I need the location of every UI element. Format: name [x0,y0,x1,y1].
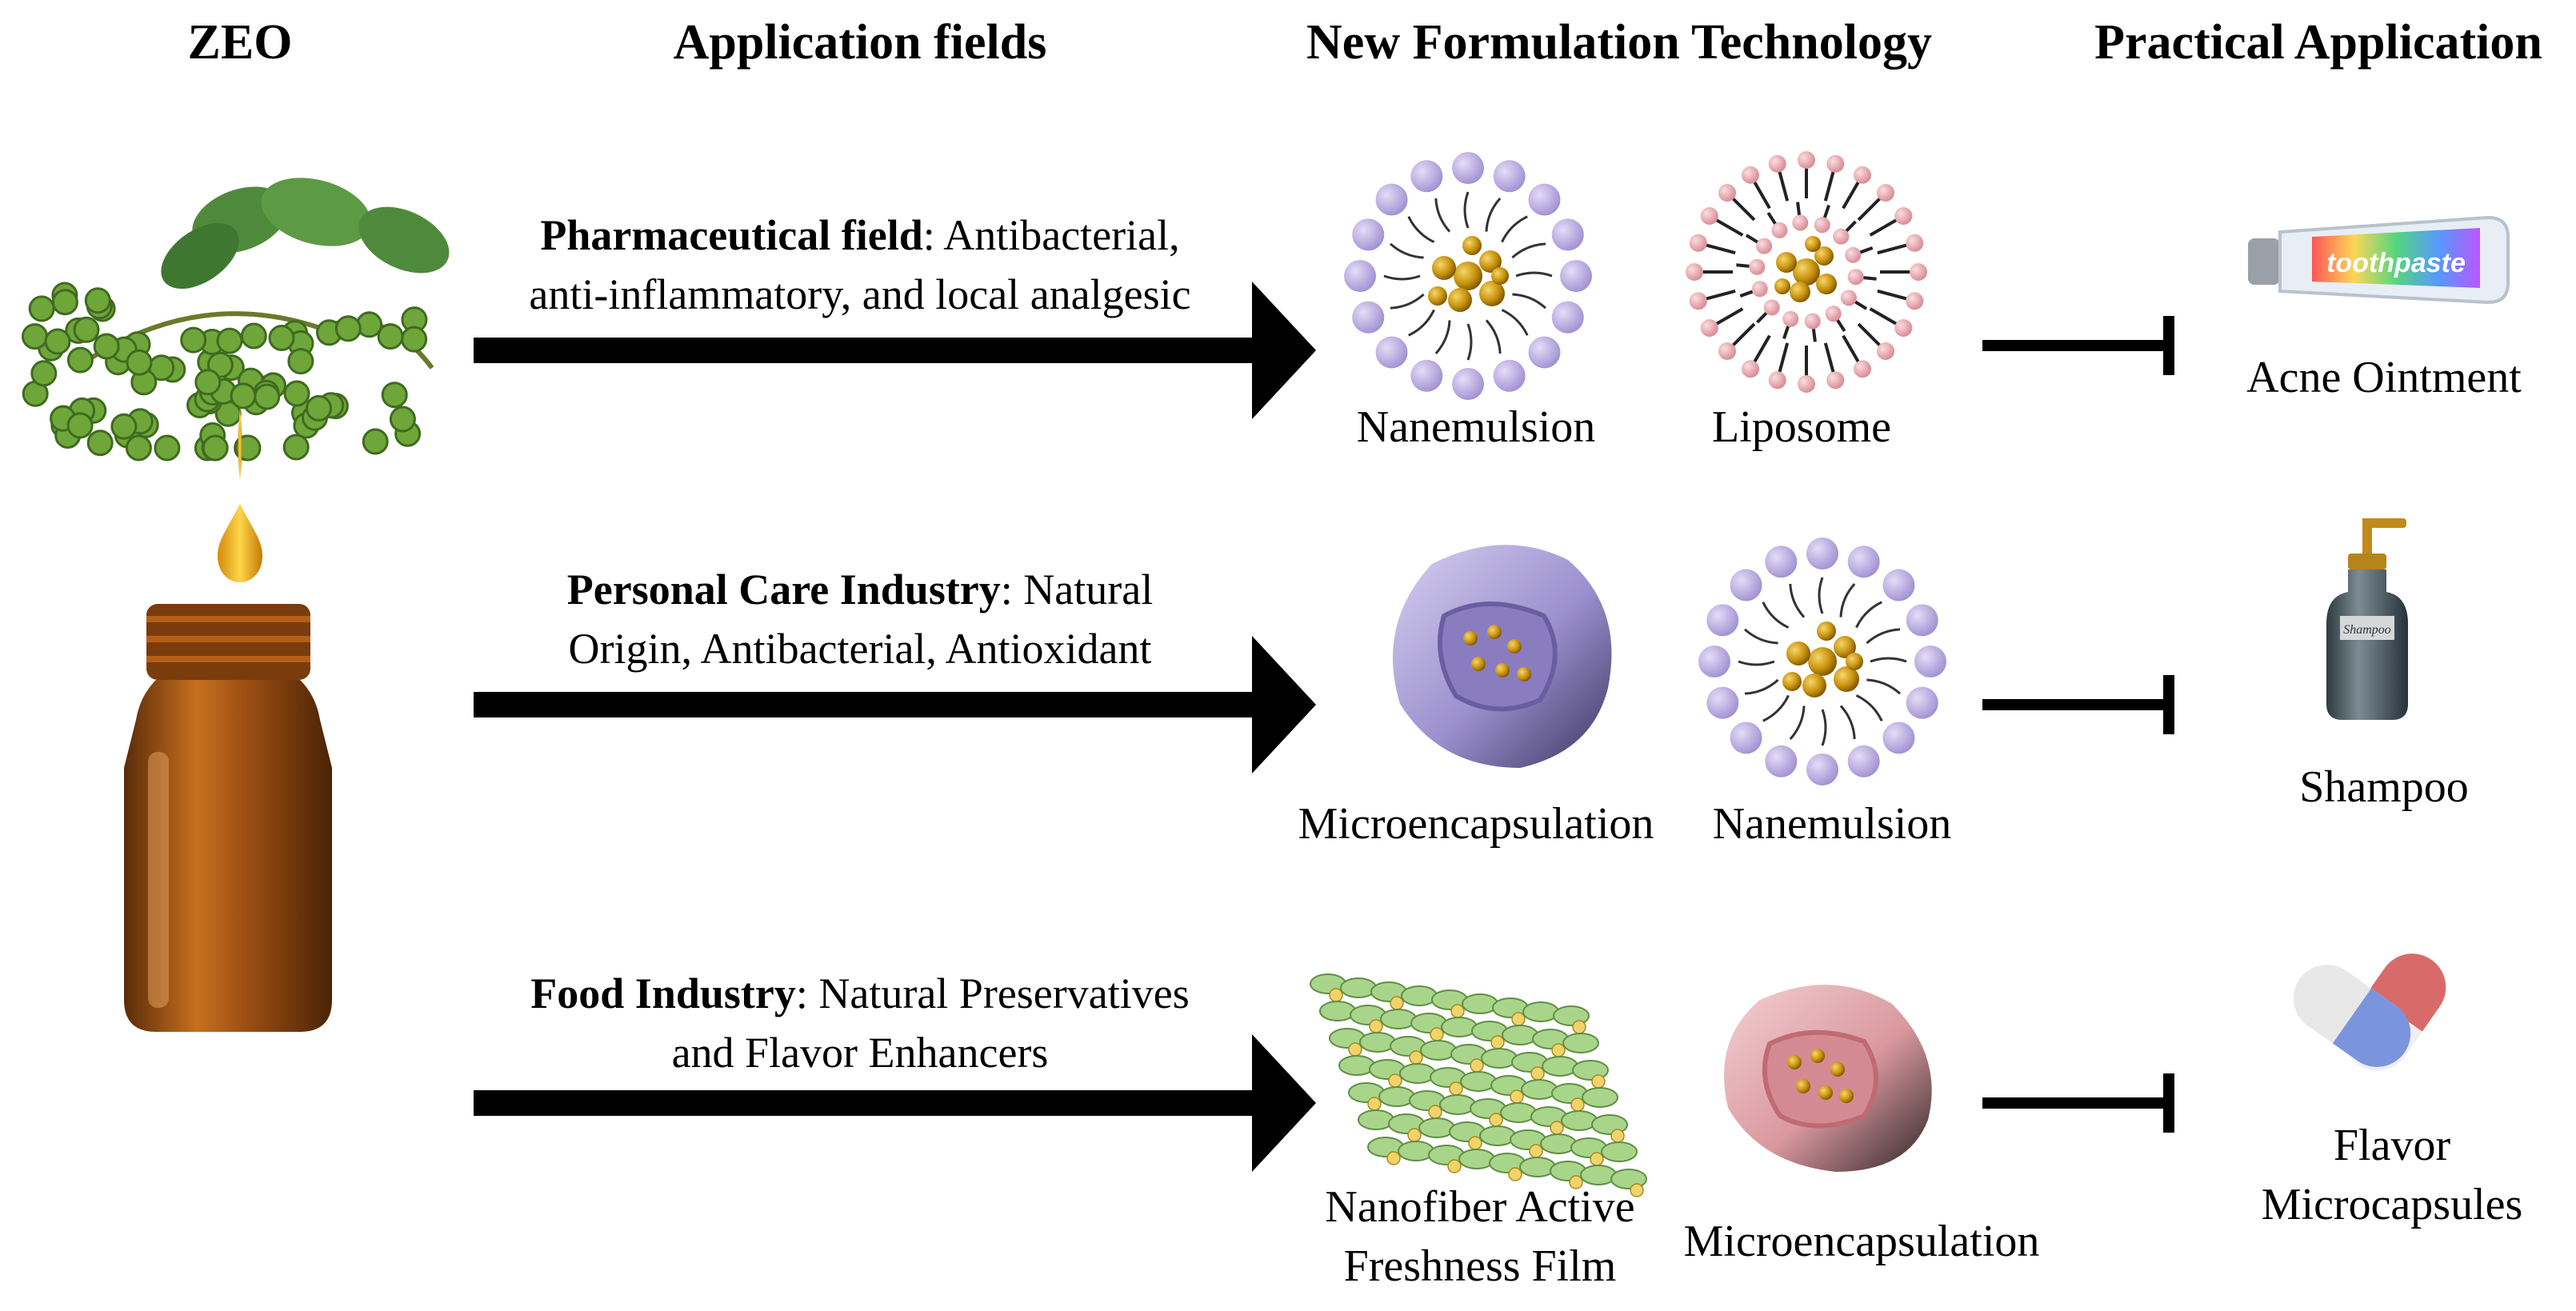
arrow-pharmaceutical [474,282,1316,419]
liposome-icon [1686,151,1927,393]
shampoo-bottle-label: Shampoo [2343,623,2391,637]
connector-row1 [1982,316,2174,375]
zanthoxylum-plant-icon [22,178,450,582]
food-industry-field-desc1: : Natural Preservatives [795,969,1190,1017]
tech-label-nanoemulsion: Nanemulsion [1356,402,1596,452]
microcapsule-purple-icon [1393,545,1612,768]
personal-care-field-text: Personal Care Industry: Natural Origin, … [567,560,1153,678]
tech-label-liposome: Liposome [1712,402,1891,452]
microcapsule-pink-icon [1724,985,1932,1172]
tech-label-microencapsulation: Microencapsulation [1683,1217,2040,1266]
header-zeo: ZEO [187,15,293,70]
header-new-formulation-technology: New Formulation Technology [1306,15,1932,70]
food-industry-field-text: Food Industry: Natural Preservatives and… [530,964,1189,1082]
amber-bottle-icon [124,604,332,1032]
application-label-shampoo: Shampoo [2299,762,2469,812]
tech-label-nanofiber-line1: Nanofiber Active [1325,1182,1635,1232]
personal-care-field-desc1: : Natural [1000,566,1154,614]
toothpaste-icon: toothpaste [2248,215,2510,305]
tech-label-microencapsulation: Microencapsulation [1298,799,1654,849]
tech-label-nanofiber-film: Nanofiber Active Freshness Film [1325,1177,1634,1296]
arrow-food-industry [474,1034,1316,1172]
personal-care-field-desc2: Origin, Antibacterial, Antioxidant [568,625,1152,673]
connector-row3 [1982,1073,2174,1133]
pharmaceutical-field-desc1: : Antibacterial, [922,211,1180,259]
pharmaceutical-field-desc2: anti-inflammatory, and local analgesic [529,270,1191,318]
pharmaceutical-field-text: Pharmaceutical field: Antibacterial, ant… [529,206,1190,324]
application-label-flavor-line1: Flavor [2333,1121,2451,1170]
capsule-icon [2293,953,2446,1071]
tech-label-nanoemulsion: Nanemulsion [1712,799,1952,849]
personal-care-field-title: Personal Care Industry [566,566,1001,614]
toothpaste-label: toothpaste [2326,248,2466,278]
application-label-flavor-microcapsules: Flavor Microcapsules [2262,1116,2523,1234]
header-practical-application: Practical Application [2094,15,2542,70]
connector-row2 [1982,675,2174,734]
nanofiber-film-icon [1310,973,1647,1197]
nanoemulsion-icon [1344,152,1592,400]
arrow-personal-care [474,636,1316,773]
nanoemulsion-icon [1698,538,1946,785]
tech-label-nanofiber-line2: Freshness Film [1343,1241,1617,1291]
application-label-flavor-line2: Microcapsules [2261,1180,2523,1229]
header-application-fields: Application fields [673,15,1047,70]
shampoo-bottle-icon: Shampoo [2326,518,2408,720]
pharmaceutical-field-title: Pharmaceutical field [540,211,923,259]
food-industry-field-title: Food Industry [530,969,796,1017]
application-label-acne-ointment: Acne Ointment [2246,353,2522,402]
food-industry-field-desc2: and Flavor Enhancers [671,1029,1049,1077]
